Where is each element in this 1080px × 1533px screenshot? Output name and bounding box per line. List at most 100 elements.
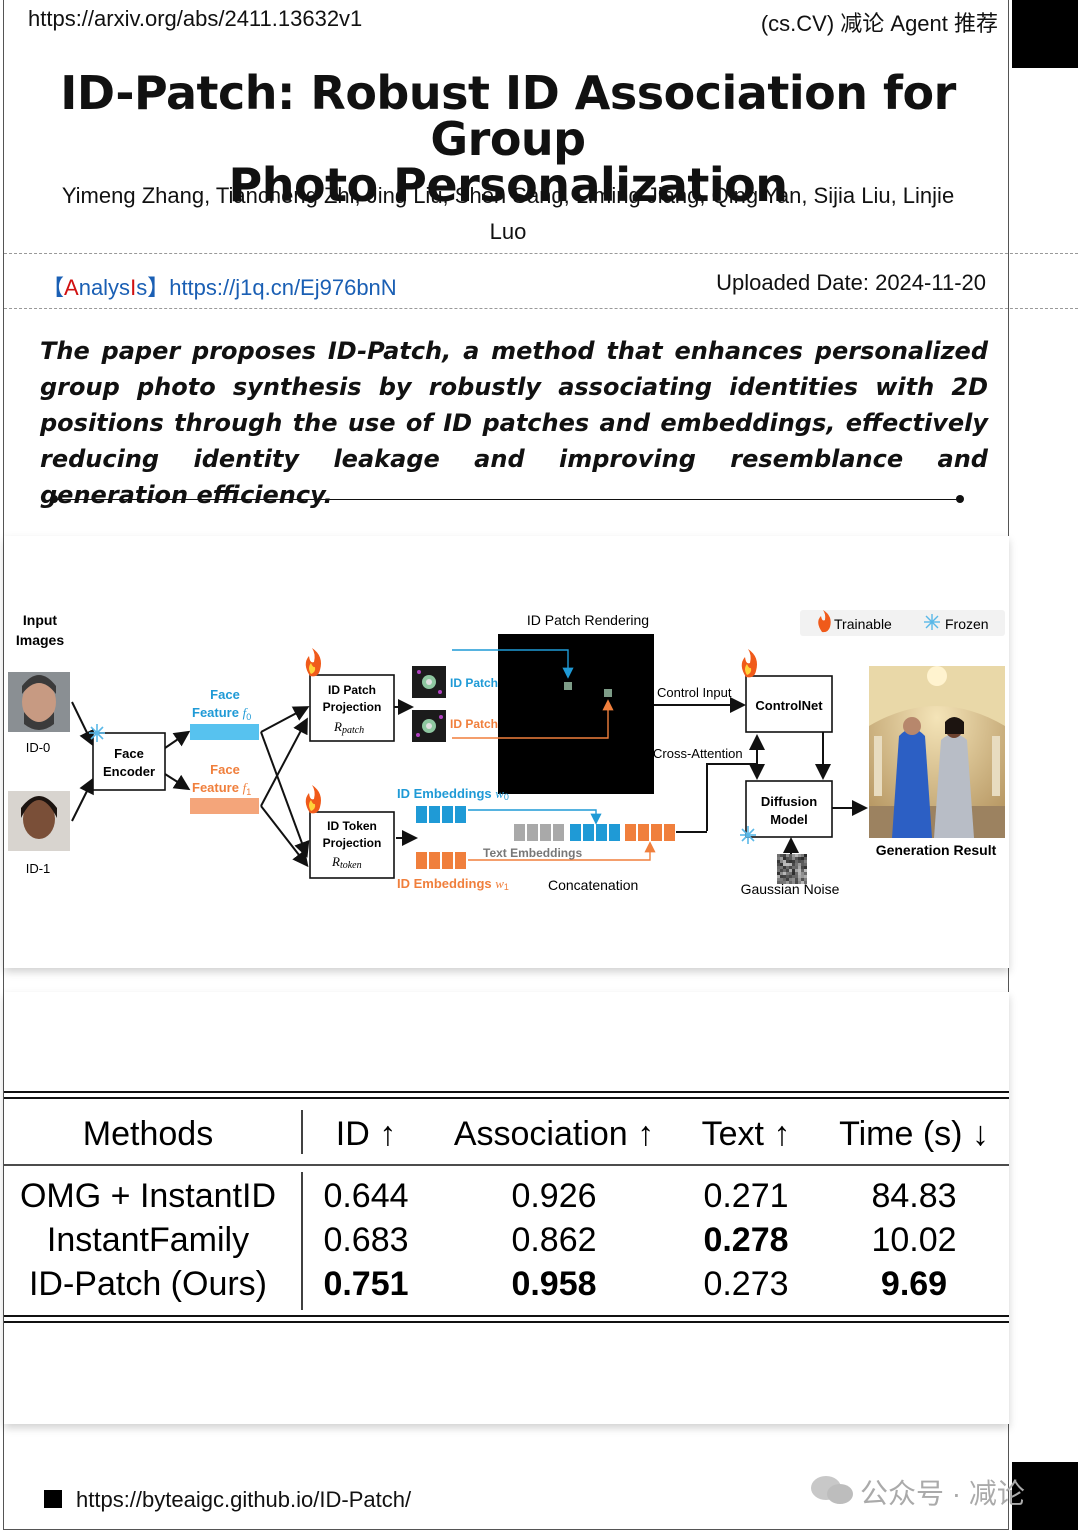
noise-pixel (786, 857, 789, 860)
title-line-1: ID-Patch: Robust ID Association for Grou… (60, 66, 956, 166)
noise-pixel (783, 863, 786, 866)
legend-box (800, 610, 1005, 636)
noise-pixel (786, 869, 789, 872)
noise-pixel (783, 881, 786, 884)
noise-pixel (789, 854, 792, 857)
noise-pixel (783, 860, 786, 863)
noise-pixel (792, 872, 795, 875)
noise-pixel (777, 863, 780, 866)
text-embeddings-label: Text Embeddings (483, 846, 582, 860)
noise-pixel (777, 857, 780, 860)
noise-pixel (792, 878, 795, 881)
noise-pixel (777, 878, 780, 881)
flame-icon (818, 610, 831, 633)
noise-pixel (783, 875, 786, 878)
noise-pixel (804, 860, 807, 863)
noise-pixel (798, 863, 801, 866)
input-images-label-2: Images (16, 632, 64, 648)
noise-pixel (795, 881, 798, 884)
category-label: (cs.CV) 减论 Agent 推荐 (760, 11, 998, 36)
id-patch-projection-label-2: Projection (323, 700, 382, 714)
table-cell: 9.69 (881, 1265, 947, 1303)
generation-result-label: Generation Result (876, 842, 997, 858)
snowflake-icon (924, 614, 940, 630)
paper-title: ID-Patch: Robust ID Association for Grou… (20, 70, 996, 208)
corner-tab-bottom (1012, 1462, 1078, 1530)
id-embeddings-w1-tokens (416, 852, 466, 869)
noise-pixel (792, 863, 795, 866)
noise-pixel (804, 878, 807, 881)
arxiv-url[interactable]: https://arxiv.org/abs/2411.13632v1 (28, 6, 363, 31)
id1-face-photo (8, 791, 70, 851)
noise-pixel (783, 869, 786, 872)
concatenation-label: Concatenation (548, 877, 638, 893)
noise-pixel (801, 863, 804, 866)
id0-face-photo (8, 672, 70, 732)
analysis-i: I (130, 275, 137, 300)
noise-pixel (789, 875, 792, 878)
noise-pixel (798, 857, 801, 860)
diffusion-model-label-2: Model (770, 812, 808, 827)
table-cell: 0.751 (323, 1265, 408, 1303)
noise-pixel (786, 872, 789, 875)
analysis-link-row[interactable]: 【AnalysIs】https://j1q.cn/Ej976bnN (42, 270, 397, 302)
noise-pixel (801, 869, 804, 872)
id-token-projection-label: ID Token (327, 819, 377, 833)
analysis-url[interactable]: https://j1q.cn/Ej976bnN (169, 275, 397, 300)
id-token-projection-label-2: Projection (323, 836, 382, 850)
noise-pixel (804, 872, 807, 875)
id-embeddings-w1-label: ID Embeddings w1 (397, 876, 509, 892)
noise-pixel (798, 854, 801, 857)
noise-pixel (798, 866, 801, 869)
project-url[interactable]: https://byteaigc.github.io/ID-Patch/ (76, 1487, 412, 1512)
id-embeddings-w0-tokens (416, 806, 466, 823)
snowflake-icon (89, 724, 105, 742)
noise-pixel (783, 857, 786, 860)
footer-square (44, 1490, 62, 1508)
noise-pixel (783, 854, 786, 857)
table-cell: InstantFamily (47, 1221, 249, 1259)
noise-pixel (780, 872, 783, 875)
table-cell: 0.271 (703, 1177, 788, 1215)
id-patch-projection-label: ID Patch (328, 683, 376, 697)
noise-pixel (780, 857, 783, 860)
noise-pixel (804, 857, 807, 860)
input-images-label: Input (23, 612, 58, 628)
flame-icon (305, 648, 321, 677)
table-cell: OMG + InstantID (20, 1177, 276, 1215)
summary-rule (54, 499, 960, 500)
noise-pixel (789, 869, 792, 872)
noise-pixel (798, 860, 801, 863)
table-cell: 0.644 (323, 1177, 408, 1215)
noise-pixel (786, 881, 789, 884)
r-patch-symbol: Rpatch (333, 719, 364, 736)
table-header-cell: Text ↑ (702, 1115, 791, 1153)
face-feature-1-bar (190, 798, 259, 814)
noise-pixel (780, 875, 783, 878)
bracket-open: 【 (42, 275, 65, 300)
controlnet-label: ControlNet (755, 698, 823, 713)
id0-label: ID-0 (26, 740, 51, 755)
noise-pixel (783, 878, 786, 881)
face-feature-0-bar (190, 724, 259, 740)
authors-line-2: Luo (489, 219, 527, 244)
noise-pixel (786, 866, 789, 869)
noise-pixel (777, 872, 780, 875)
paper-summary: The paper proposes ID-Patch, a method th… (40, 337, 988, 509)
control-input-label: Control Input (657, 685, 732, 700)
noise-pixel (777, 875, 780, 878)
noise-pixel (786, 863, 789, 866)
noise-pixel (795, 863, 798, 866)
noise-pixel (795, 866, 798, 869)
noise-pixel (792, 875, 795, 878)
table-header-cell: Association ↑ (454, 1115, 654, 1153)
table-cell: ID-Patch (Ours) (29, 1265, 267, 1303)
uploaded-date: Uploaded Date: 2024-11-20 (716, 270, 986, 295)
noise-pixel (804, 854, 807, 857)
noise-pixel (780, 869, 783, 872)
analysis-a: A (64, 275, 79, 300)
snowflake-icon (740, 826, 756, 844)
table-cell: 0.958 (511, 1265, 596, 1303)
noise-pixel (777, 866, 780, 869)
